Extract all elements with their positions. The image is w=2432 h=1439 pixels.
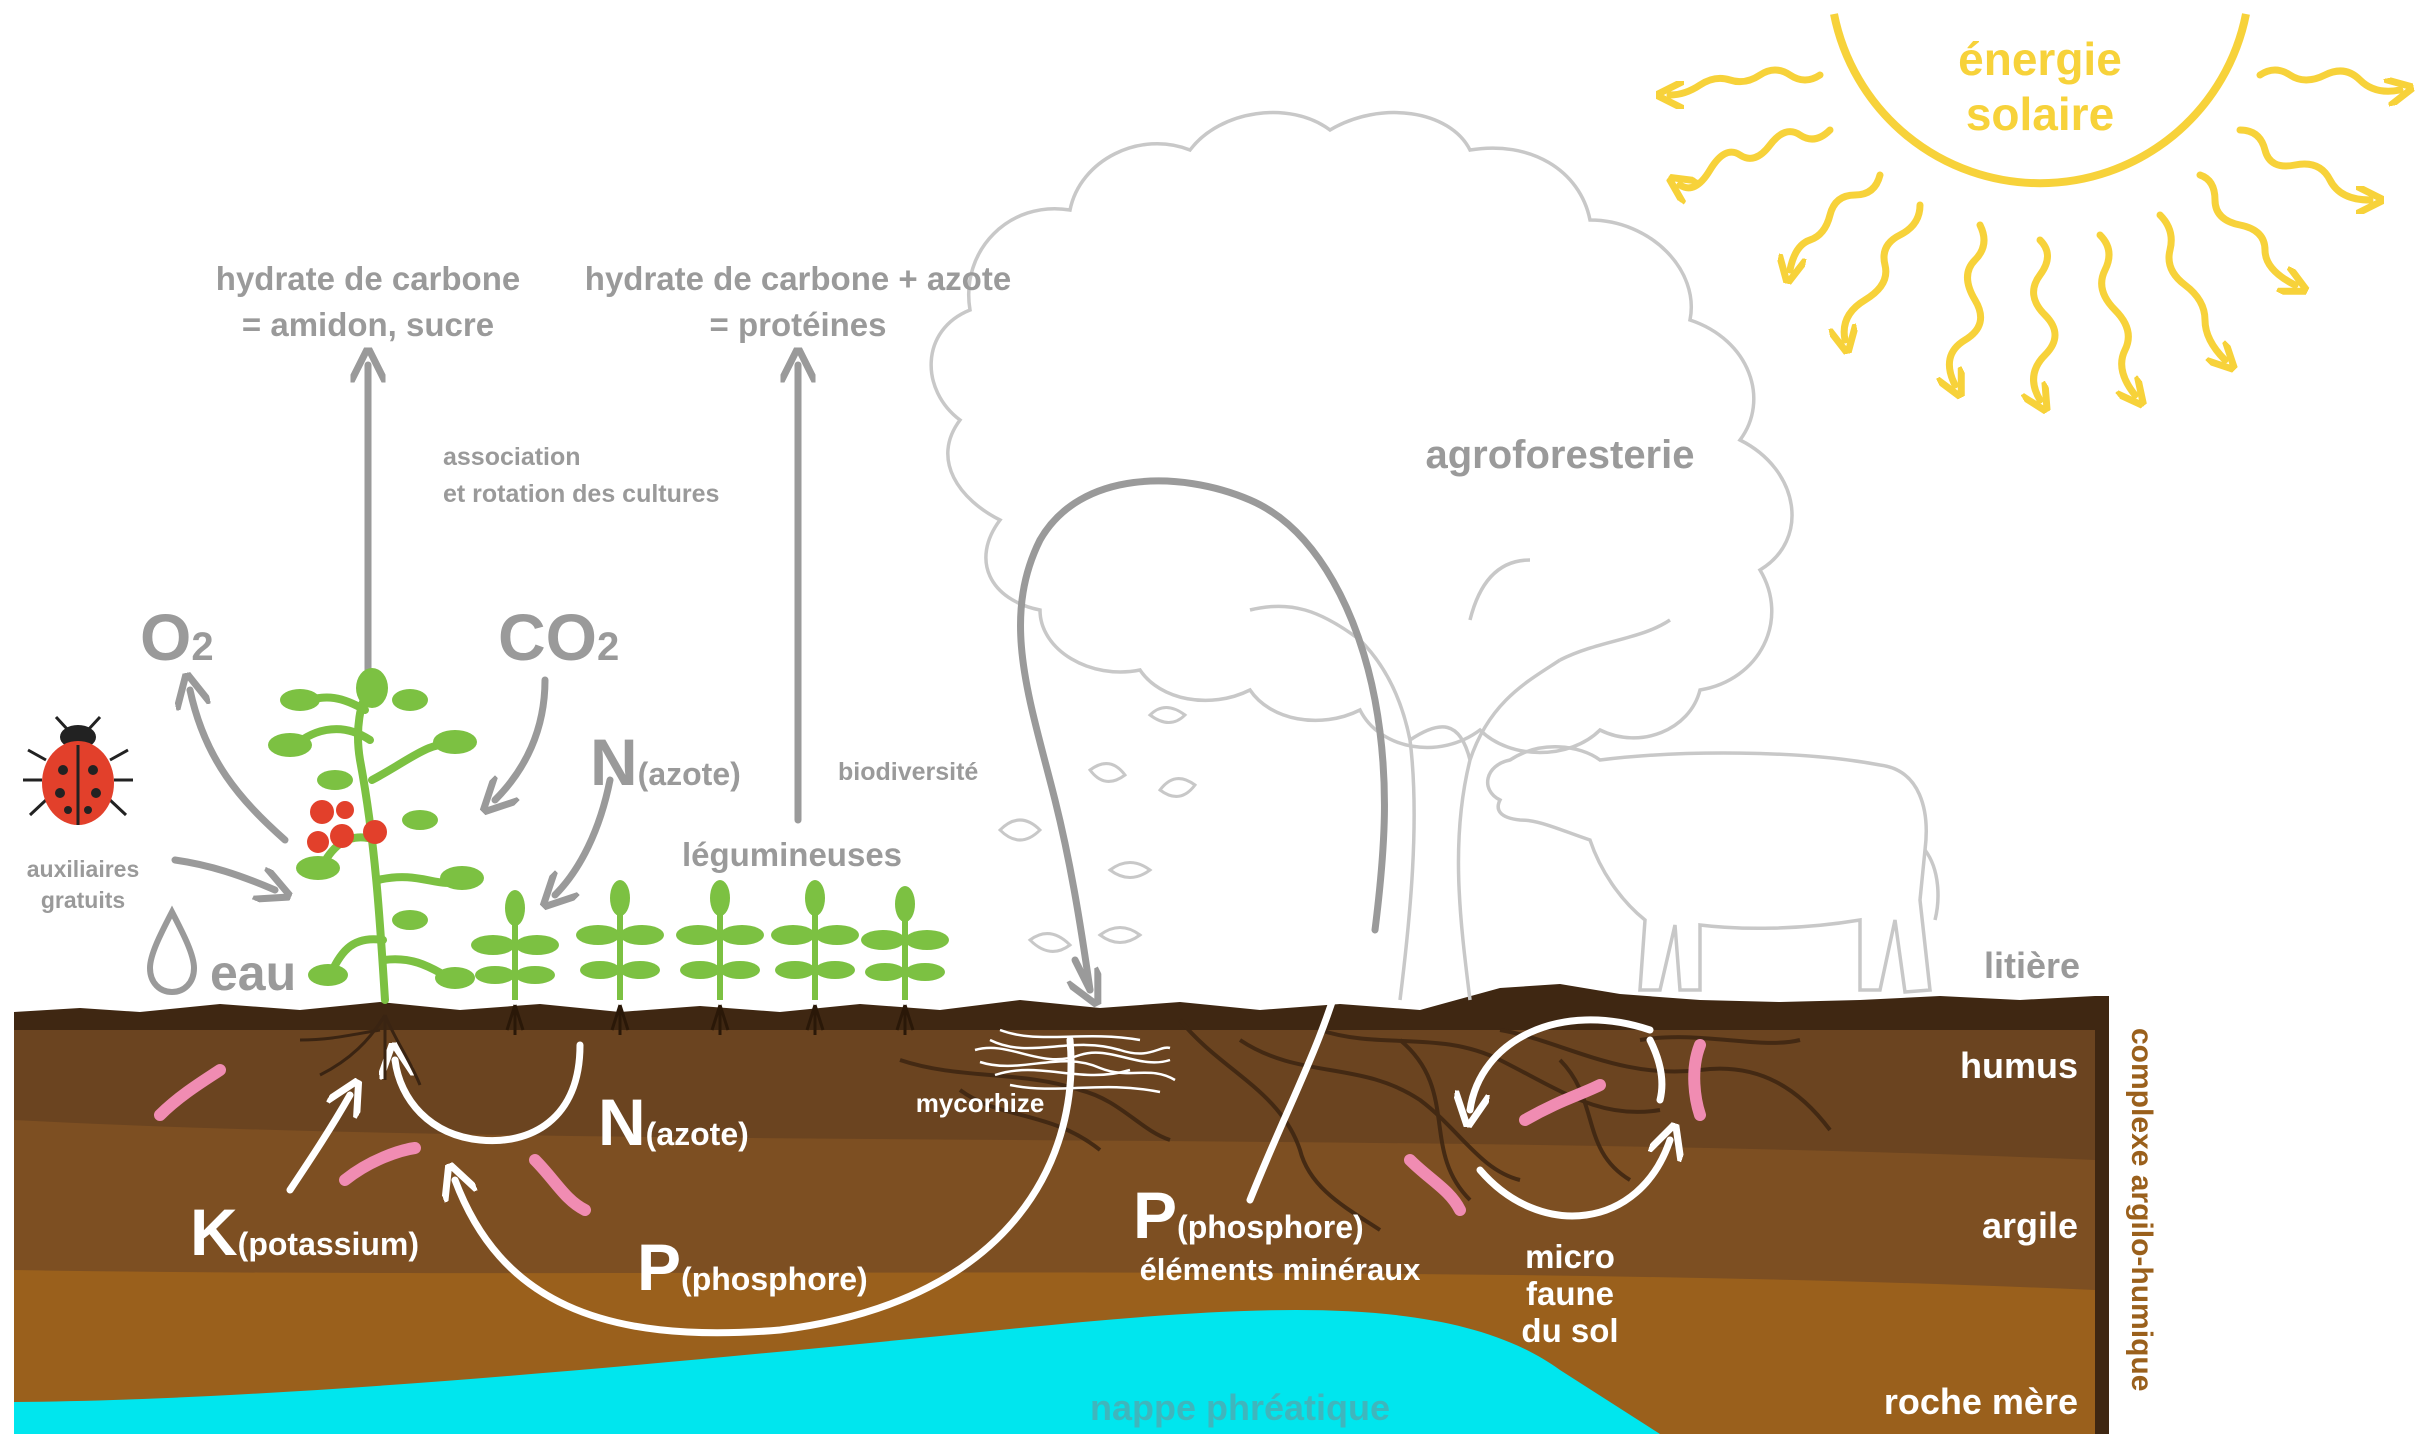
label-rotation: et rotation des cultures: [443, 480, 719, 508]
label-o2: O2: [140, 600, 214, 674]
sun: énergie solaire: [1670, 14, 2400, 400]
label-du-sol: du sol: [1521, 1312, 1618, 1349]
tree-outline: [931, 113, 1792, 1000]
n-soil-sub: (azote): [646, 1116, 749, 1152]
o2-sub: 2: [191, 625, 213, 669]
n-air-sub: (azote): [638, 756, 741, 792]
p-soil-sub: (phosphore): [681, 1261, 868, 1297]
sun-label-line1: énergie: [1958, 33, 2122, 85]
label-co2: CO2: [498, 600, 619, 674]
soil-surface: [14, 984, 2095, 1030]
ladybug-icon: [23, 717, 133, 825]
label-mycorhize: mycorhize: [916, 1088, 1045, 1118]
grey-arrows: [175, 365, 1384, 990]
falling-leaves: [1000, 708, 1195, 952]
label-mineraux: éléments minéraux: [1140, 1252, 1422, 1287]
label-amidon-sucre: = amidon, sucre: [242, 306, 494, 343]
k-sub: (potassium): [238, 1226, 419, 1262]
label-nappe: nappe phréatique: [1090, 1387, 1390, 1428]
p-soil-main: P: [637, 1230, 681, 1304]
sun-label-line2: solaire: [1966, 88, 2114, 140]
k-main: K: [190, 1195, 238, 1269]
arrow-to-plant: [175, 860, 275, 890]
label-humus: humus: [1960, 1045, 2078, 1086]
label-proteines: = protéines: [710, 306, 887, 343]
p-tree-sub: (phosphore): [1177, 1209, 1364, 1245]
n-soil-main: N: [598, 1085, 646, 1159]
cow-outline: [1488, 747, 1938, 992]
label-association: association: [443, 443, 581, 471]
label-micro: micro: [1525, 1238, 1615, 1275]
label-n-air: N(azote): [590, 725, 741, 799]
arrow-o2: [190, 690, 285, 840]
co2-main: CO: [498, 600, 597, 674]
arrow-tree-cycle: [1021, 481, 1385, 990]
label-hydrate-azote: hydrate de carbone + azote: [585, 260, 1011, 297]
air-labels: hydrate de carbone = amidon, sucre hydra…: [27, 260, 2080, 1001]
soil-layers: [0, 0, 2109, 1434]
label-complexe: complexe argilo-humique: [2125, 1028, 2158, 1391]
label-auxiliaires: auxiliaires: [27, 856, 140, 882]
n-air-main: N: [590, 725, 638, 799]
label-faune: faune: [1526, 1275, 1614, 1312]
worm: [1694, 1045, 1700, 1115]
label-eau: eau: [210, 945, 296, 1001]
label-hydrate-carbone: hydrate de carbone: [216, 260, 520, 297]
o2-main: O: [140, 600, 191, 674]
p-tree-main: P: [1133, 1178, 1177, 1252]
label-argile: argile: [1982, 1205, 2078, 1246]
co2-sub: 2: [597, 625, 619, 669]
label-roche-mere: roche mère: [1884, 1381, 2078, 1422]
label-gratuits: gratuits: [41, 887, 125, 913]
label-legumineuses: légumineuses: [682, 836, 902, 873]
label-litiere: litière: [1984, 945, 2080, 986]
label-biodiversite: biodiversité: [838, 758, 978, 786]
arrow-co2: [495, 680, 545, 800]
label-agroforesterie: agroforesterie: [1426, 433, 1695, 477]
water-drop-icon: [150, 912, 194, 992]
